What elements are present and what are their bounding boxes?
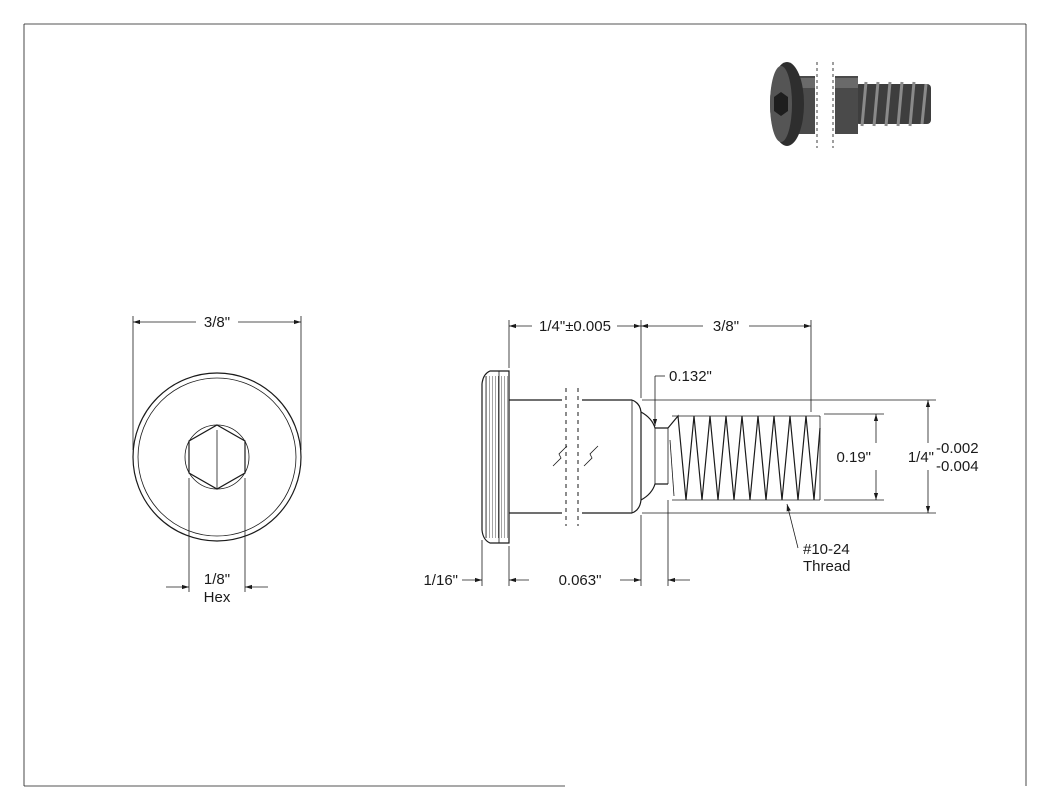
shoulder-length-label: 1/4"±0.005: [539, 318, 611, 335]
head-height-label: 1/16": [423, 572, 458, 589]
head-outer-circle: [132, 372, 302, 542]
thread-label: Thread: [803, 558, 851, 575]
break-symbol-icon: [552, 388, 599, 526]
photo-hex-socket: [774, 92, 788, 116]
hex-label: Hex: [204, 589, 231, 606]
shoulder-tolerance-lower: -0.004: [936, 458, 979, 475]
end-view: 3/8" 1/8" Hex: [132, 314, 302, 606]
shoulder-tolerance-upper: -0.002: [936, 440, 979, 457]
head-height-dimension: 1/16": [423, 540, 529, 589]
hex-size-label: 1/8": [204, 571, 230, 588]
undercut-length-callout: 0.132": [652, 368, 712, 426]
shoulder-diameter-label: 1/4": [908, 449, 934, 466]
thread-length-dimension: 3/8": [641, 318, 812, 412]
hex-size-dimension: 1/8" Hex: [166, 478, 268, 606]
side-view: 1/4"±0.005 3/8" 0.132" 0.19": [423, 318, 978, 589]
thread-diameter-label: 0.19": [836, 449, 871, 466]
thread-length-label: 3/8": [713, 318, 739, 335]
head-diameter-dimension: 3/8": [132, 314, 302, 450]
undercut-neck: [640, 411, 668, 501]
head-diameter-label: 3/8": [204, 314, 230, 331]
shoulder-length-dimension: 1/4"±0.005: [508, 318, 642, 398]
knurled-head: [481, 370, 510, 544]
thread-diameter-dimension: 0.19": [824, 413, 884, 501]
undercut-width-label: 0.063": [559, 572, 602, 589]
shoulder-screw-photo-icon: [770, 60, 931, 150]
thread-spec-callout: #10-24 Thread: [786, 503, 851, 575]
thread-section: [667, 414, 821, 501]
undercut-length-label: 0.132": [669, 368, 712, 385]
photo-thread: [855, 81, 931, 127]
head-chamfer-circle: [137, 377, 297, 537]
undercut-width-dimension: 0.063": [559, 500, 690, 589]
photo-break-gap: [815, 60, 835, 150]
drawing-frame: [23, 23, 1027, 787]
thread-spec-label: #10-24: [803, 541, 850, 558]
